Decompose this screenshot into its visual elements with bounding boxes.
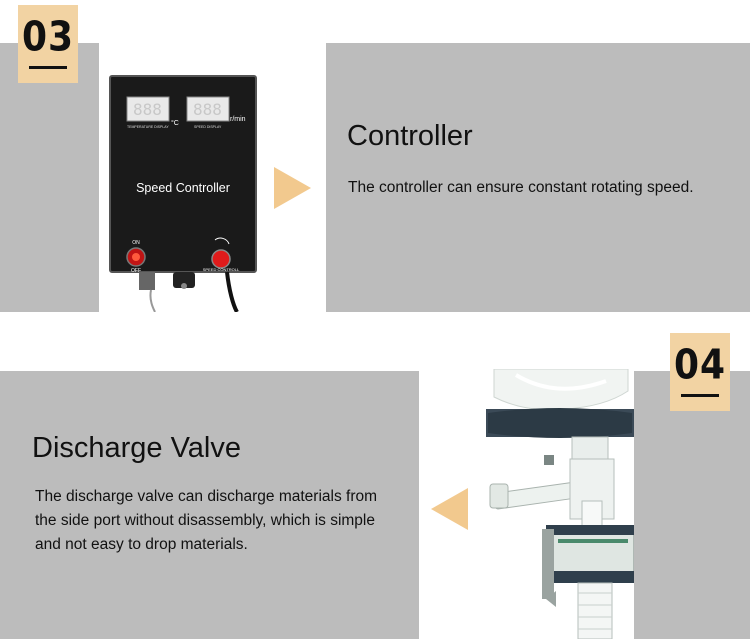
controller-photo-background — [0, 43, 99, 312]
temp-display-caption: TEMPERATURE DISPLAY — [127, 125, 169, 129]
section-03-badge: 03 — [18, 5, 78, 83]
section-04-pointer-arrow — [431, 488, 468, 530]
discharge-valve-photo-background — [634, 371, 750, 639]
discharge-valve-text-panel: Discharge Valve The discharge valve can … — [0, 371, 419, 639]
section-03-number: 03 — [21, 13, 75, 61]
svg-text:888: 888 — [133, 100, 162, 119]
discharge-valve-title: Discharge Valve — [32, 432, 242, 464]
speed-controller-photo: 888 °C TEMPERATURE DISPLAY 888 r/min SPE… — [99, 60, 267, 312]
svg-text:888: 888 — [193, 100, 222, 119]
section-03-pointer-arrow — [274, 167, 311, 209]
switch-on-label: ON — [132, 240, 140, 246]
switch-off-label: OFF — [131, 268, 141, 274]
controller-title: Controller — [347, 120, 473, 152]
speed-controller-label: Speed Controller — [136, 181, 230, 195]
section-04-badge: 04 — [670, 333, 730, 411]
discharge-valve-photo — [486, 369, 634, 639]
speed-unit-label: r/min — [230, 116, 246, 123]
discharge-valve-description: The discharge valve can discharge materi… — [35, 488, 378, 553]
speed-display-caption: SPEED DISPLAY — [194, 125, 222, 129]
controller-text-panel: Controller The controller can ensure con… — [326, 43, 750, 312]
section-04-number: 04 — [673, 341, 727, 389]
badge-underline — [29, 65, 67, 69]
speed-control-caption: SPEED CONTROLL — [203, 267, 240, 272]
badge-underline — [681, 393, 719, 397]
temp-unit-label: °C — [171, 119, 179, 127]
controller-description: The controller can ensure constant rotat… — [348, 179, 694, 196]
